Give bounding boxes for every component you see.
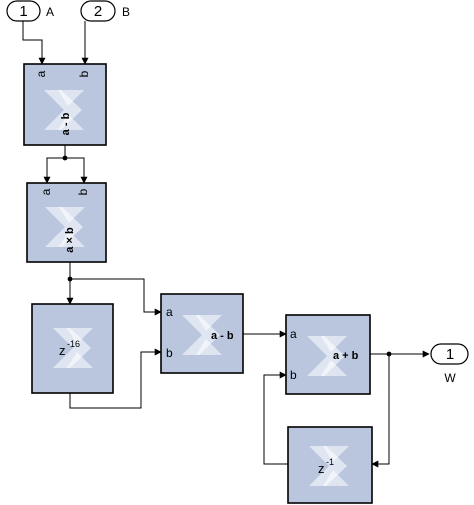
input-label-a: a bbox=[290, 327, 297, 341]
input-label-a: a bbox=[34, 70, 48, 77]
wire-mult-to-sub2-a[interactable] bbox=[70, 278, 162, 316]
inport-b-label: B bbox=[122, 5, 130, 19]
inport-a[interactable]: 1 A bbox=[6, 0, 54, 22]
xilinx-logo-icon bbox=[45, 207, 85, 247]
wire-delay1-to-add-b[interactable] bbox=[263, 371, 288, 465]
delay-block-z1[interactable]: z -1 bbox=[287, 426, 373, 504]
operation-label: a + b bbox=[333, 350, 359, 362]
subtract-block-1[interactable]: a b a - b bbox=[23, 63, 107, 146]
add-block[interactable]: a b a + b bbox=[285, 314, 371, 395]
outport-w-number: 1 bbox=[446, 346, 454, 363]
operation-label: a × b bbox=[64, 227, 76, 253]
xilinx-logo-icon bbox=[182, 315, 222, 355]
wire-add-to-delay1[interactable] bbox=[371, 354, 390, 468]
delay-exponent: -1 bbox=[326, 457, 334, 467]
wire-sub1-to-mult-a[interactable] bbox=[43, 157, 65, 184]
input-label-b: b bbox=[77, 70, 91, 77]
xilinx-logo-icon bbox=[44, 90, 84, 130]
wire-delay16-to-sub2-b[interactable] bbox=[69, 348, 162, 409]
wire-a-to-sub1[interactable] bbox=[22, 21, 46, 65]
signal-wires bbox=[22, 21, 430, 468]
delay-base: z bbox=[59, 343, 66, 358]
input-label-b: b bbox=[76, 188, 90, 195]
inport-a-label: A bbox=[46, 5, 54, 19]
delay-exponent: -16 bbox=[67, 339, 80, 349]
inport-b[interactable]: 2 B bbox=[80, 0, 130, 22]
outport-w[interactable]: 1 W bbox=[430, 343, 469, 385]
input-label-a: a bbox=[39, 188, 53, 195]
operation-label: a - b bbox=[211, 330, 234, 342]
subtract-block-2[interactable]: a b a - b bbox=[160, 293, 244, 374]
wire-sub1-to-mult-b[interactable] bbox=[65, 157, 88, 184]
outport-w-label: W bbox=[444, 371, 456, 385]
input-label-a: a bbox=[166, 305, 173, 319]
inport-a-number: 1 bbox=[19, 3, 27, 20]
inport-b-number: 2 bbox=[94, 3, 102, 20]
xilinx-logo-icon bbox=[307, 336, 347, 376]
input-label-b: b bbox=[290, 368, 297, 382]
input-label-b: b bbox=[166, 346, 173, 360]
delay-base: z bbox=[318, 461, 325, 476]
delay-block-z16[interactable]: z -16 bbox=[31, 303, 114, 394]
multiply-block[interactable]: a b a × b bbox=[26, 182, 107, 263]
xilinx-logo-icon bbox=[53, 328, 93, 368]
xilinx-logo-icon bbox=[309, 446, 349, 486]
operation-label: a - b bbox=[60, 112, 72, 135]
